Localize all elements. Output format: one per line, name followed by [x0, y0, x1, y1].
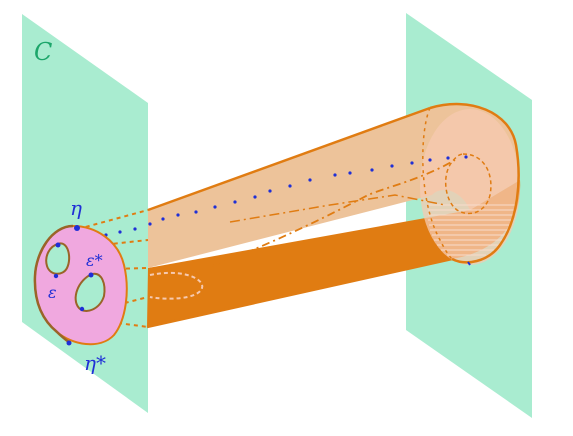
surface-points	[53, 225, 94, 346]
point-hole1-bottom	[53, 273, 59, 279]
epsilon-label: ε	[48, 283, 57, 302]
point-eta	[74, 225, 80, 231]
hole-right	[74, 272, 106, 312]
plane-label: C	[34, 38, 52, 66]
point-eta-star	[66, 340, 72, 346]
tube-lower-surface	[147, 180, 521, 327]
far-end-hole	[445, 153, 492, 215]
eta-label: η	[70, 196, 82, 220]
inner-tunnel-top	[194, 159, 456, 273]
point-epsilon-star	[88, 272, 94, 278]
point-hole2-bottom	[79, 306, 85, 312]
epsilon-star-label: ε*	[86, 251, 103, 270]
inner-tunnel-mid	[229, 194, 446, 223]
tube-bottom-edge	[146, 257, 453, 329]
eta-star-label: η*	[84, 351, 106, 375]
surface-disk-outer-boundary	[33, 224, 74, 344]
eta-star-far-marker	[467, 261, 471, 266]
far-end-disk	[420, 109, 520, 265]
tube-top-edge	[147, 106, 431, 212]
far-end-hatching	[428, 204, 515, 256]
tube-upper-surface	[148, 104, 520, 268]
hole-left	[45, 242, 71, 275]
inner-tunnel-loop	[149, 271, 204, 300]
far-end-rim	[429, 102, 520, 264]
point-epsilon	[55, 242, 61, 248]
